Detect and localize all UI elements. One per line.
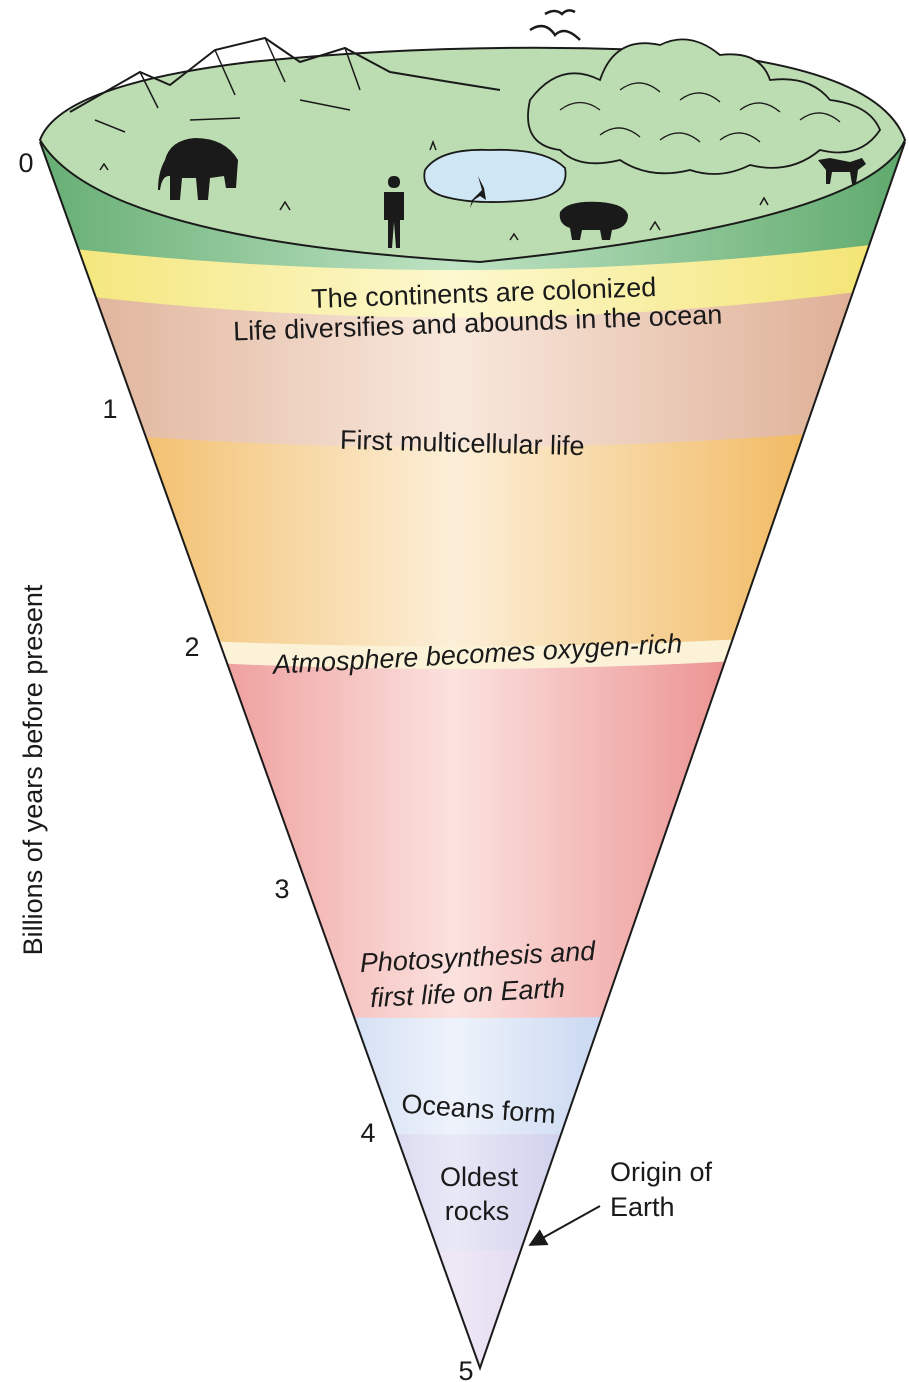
flying-birds [530,10,580,40]
label-multicellular: First multicellular life [340,425,585,461]
axis-title: Billions of years before present [18,584,48,955]
band-orange [0,425,909,670]
pond [424,150,565,202]
label-oldest-rocks-2: rocks [445,1196,510,1226]
label-oldest-rocks-1: Oldest [440,1162,519,1192]
tick-3: 3 [274,874,289,904]
tick-1: 1 [102,394,117,424]
tick-2: 2 [184,632,199,662]
band-violet [0,1250,909,1382]
tick-4: 4 [360,1118,375,1148]
tick-5: 5 [458,1356,473,1382]
tick-0: 0 [18,148,33,178]
annotation-origin-2: Earth [610,1192,675,1222]
annotation-origin-1: Origin of [610,1157,713,1187]
origin-arrow [530,1206,600,1245]
